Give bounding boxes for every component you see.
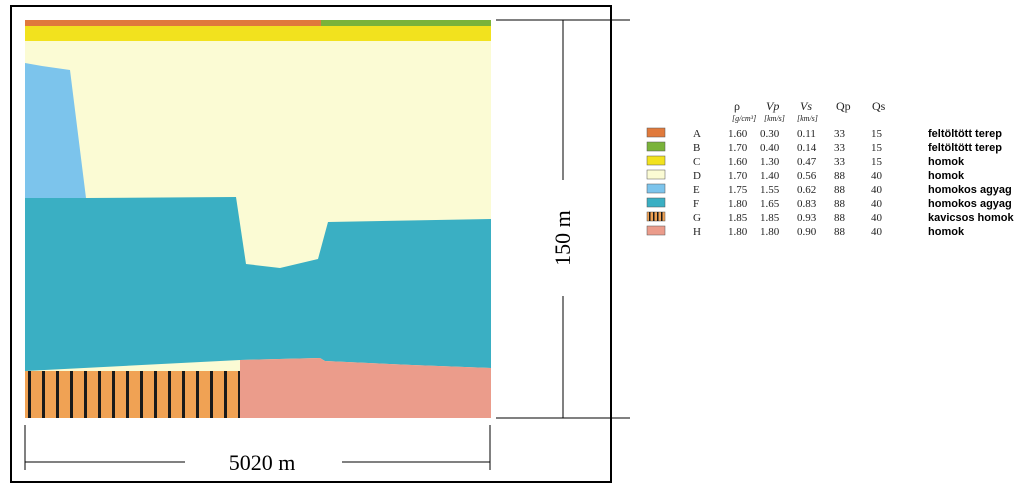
figure-frame [10,5,612,483]
legend-name-B: feltöltött terep [928,142,1002,154]
legend-vs-B: 0.14 [797,142,817,154]
legend-id-E: E [693,184,700,196]
legend-name-A: feltöltött terep [928,128,1002,140]
legend-qs-E: 40 [871,184,883,196]
legend-swatch-H [646,225,666,236]
legend-qp-F: 88 [834,198,846,210]
legend-rho-E: 1.75 [728,184,748,196]
legend-qp-C: 33 [834,156,846,168]
legend-qs-D: 40 [871,170,883,182]
legend-swatch-E [646,183,666,194]
legend-qs-H: 40 [871,226,883,238]
legend-vs-D: 0.56 [797,170,817,182]
legend-vp-E: 1.55 [760,184,780,196]
legend-qs-A: 15 [871,128,883,140]
legend-vp-A: 0.30 [760,128,780,140]
legend-header-vp: Vp [766,99,779,113]
legend-header-vp-unit: [km/s] [764,114,785,123]
legend-header-qs: Qs [872,99,886,113]
legend-name-H: homok [928,226,965,238]
legend-swatch-G-stripe [653,212,655,221]
legend-name-G: kavicsos homok [928,212,1014,224]
legend-name-F: homokos agyag [928,198,1012,210]
legend-swatch-C [646,155,666,166]
legend-id-A: A [693,128,701,140]
legend-rho-B: 1.70 [728,142,748,154]
layer-A [25,20,321,26]
legend-vp-D: 1.40 [760,170,780,182]
legend-swatch-G [646,211,666,222]
legend-vp-C: 1.30 [760,156,780,168]
legend-vs-E: 0.62 [797,184,816,196]
legend-vs-H: 0.90 [797,226,817,238]
legend-name-D: homok [928,170,965,182]
legend-swatch-F [646,197,666,208]
legend-vs-C: 0.47 [797,156,817,168]
legend-header-qp: Qp [836,99,851,113]
legend-vp-B: 0.40 [760,142,780,154]
layer-B [321,20,491,26]
legend-header-rho-unit: [g/cm³] [732,114,756,123]
legend-id-F: F [693,198,699,210]
legend-vs-G: 0.93 [797,212,817,224]
legend: ρ [g/cm³] Vp [km/s] Vs [km/s] Qp Qs A 1.6… [646,99,1014,238]
legend-header-rho: ρ [734,99,740,113]
legend-header-vs-unit: [km/s] [797,114,818,123]
layer-F [25,197,491,371]
legend-name-E: homokos agyag [928,184,1012,196]
legend-qs-G: 40 [871,212,883,224]
legend-vp-G: 1.85 [760,212,780,224]
legend-rho-H: 1.80 [728,226,748,238]
legend-id-B: B [693,142,700,154]
legend-swatch-B [646,141,666,152]
legend-header-vs: Vs [800,99,812,113]
legend-swatch-A [646,127,666,138]
height-dimension: 150 m [496,19,630,419]
width-label: 5020 m [229,450,296,475]
legend-qp-G: 88 [834,212,846,224]
legend-rho-C: 1.60 [728,156,748,168]
layer-G [25,371,240,418]
legend-rho-F: 1.80 [728,198,748,210]
legend-rho-D: 1.70 [728,170,748,182]
legend-qp-A: 33 [834,128,846,140]
legend-vp-H: 1.80 [760,226,780,238]
legend-swatch-G-stripe [657,212,659,221]
height-label: 150 m [550,210,575,266]
layer-C [25,26,491,41]
legend-qp-E: 88 [834,184,846,196]
legend-qp-D: 88 [834,170,846,182]
legend-qp-B: 33 [834,142,846,154]
legend-rho-G: 1.85 [728,212,748,224]
legend-swatch-G-stripe [649,212,651,221]
legend-swatch-D [646,169,666,180]
legend-vs-A: 0.11 [797,128,816,140]
legend-qp-H: 88 [834,226,846,238]
legend-rho-A: 1.60 [728,128,748,140]
legend-id-C: C [693,156,700,168]
legend-vp-F: 1.65 [760,198,780,210]
legend-qs-F: 40 [871,198,883,210]
legend-id-D: D [693,170,701,182]
legend-name-C: homok [928,156,965,168]
legend-id-G: G [693,212,701,224]
layer-H [240,358,491,418]
legend-qs-B: 15 [871,142,883,154]
layer-E [25,63,86,198]
cross-section [25,20,491,418]
legend-swatch-G-stripe [661,212,663,221]
width-dimension: 5020 m [24,425,491,475]
legend-vs-F: 0.83 [797,198,817,210]
legend-qs-C: 15 [871,156,883,168]
legend-id-H: H [693,226,701,238]
